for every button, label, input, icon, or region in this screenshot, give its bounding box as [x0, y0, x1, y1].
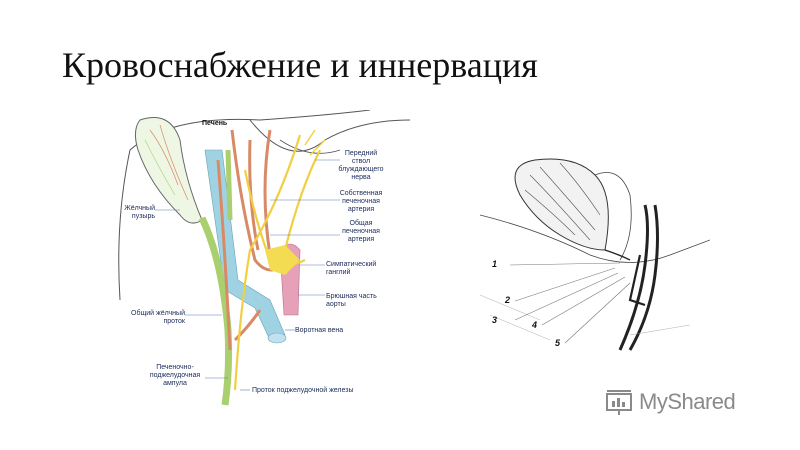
label-common-hepatic-artery: Общая печеночная артерия: [342, 220, 380, 243]
label-common-bile-duct: Общий жёлчный проток: [131, 310, 185, 325]
figure-number-5: 5: [555, 338, 561, 348]
label-portal-vein: Воротная вена: [295, 327, 344, 334]
label-abdominal-aorta: Брюшная часть аорты: [326, 293, 377, 308]
watermark-text: MyShared: [639, 389, 736, 414]
label-sympathetic-ganglion: Симпатический ганглий: [326, 261, 377, 276]
myshared-watermark: MyShared: [605, 386, 736, 418]
anatomy-illustration: [118, 109, 411, 406]
engraving-illustration: [479, 158, 711, 351]
figure-number-2: 2: [505, 295, 511, 305]
slide-title: Кровоснабжение и иннервация: [62, 45, 538, 85]
label-hepatopancreatic-ampulla: Печеночно- поджелудочная ампула: [149, 364, 201, 387]
label-proper-hepatic-artery: Собственная печеночная артерия: [339, 190, 383, 213]
figure-number-1: 1: [492, 259, 498, 269]
presentation-icon: [606, 390, 632, 415]
label-gallbladder: Жёлчный пузырь: [124, 205, 155, 220]
label-liver: Печень: [202, 120, 228, 127]
label-vagus-trunk: Передний ствол блуждающего нерва: [338, 150, 384, 181]
anatomy-diagram-right: 1 2 3 4 5: [479, 155, 711, 355]
figure-number-4: 4: [532, 320, 538, 330]
figure-number-3: 3: [492, 315, 498, 325]
anatomy-diagram-left: Печень Передний ствол блуждающего нерва …: [110, 109, 411, 410]
label-pancreatic-duct: Проток поджелудочной железы: [252, 387, 354, 394]
